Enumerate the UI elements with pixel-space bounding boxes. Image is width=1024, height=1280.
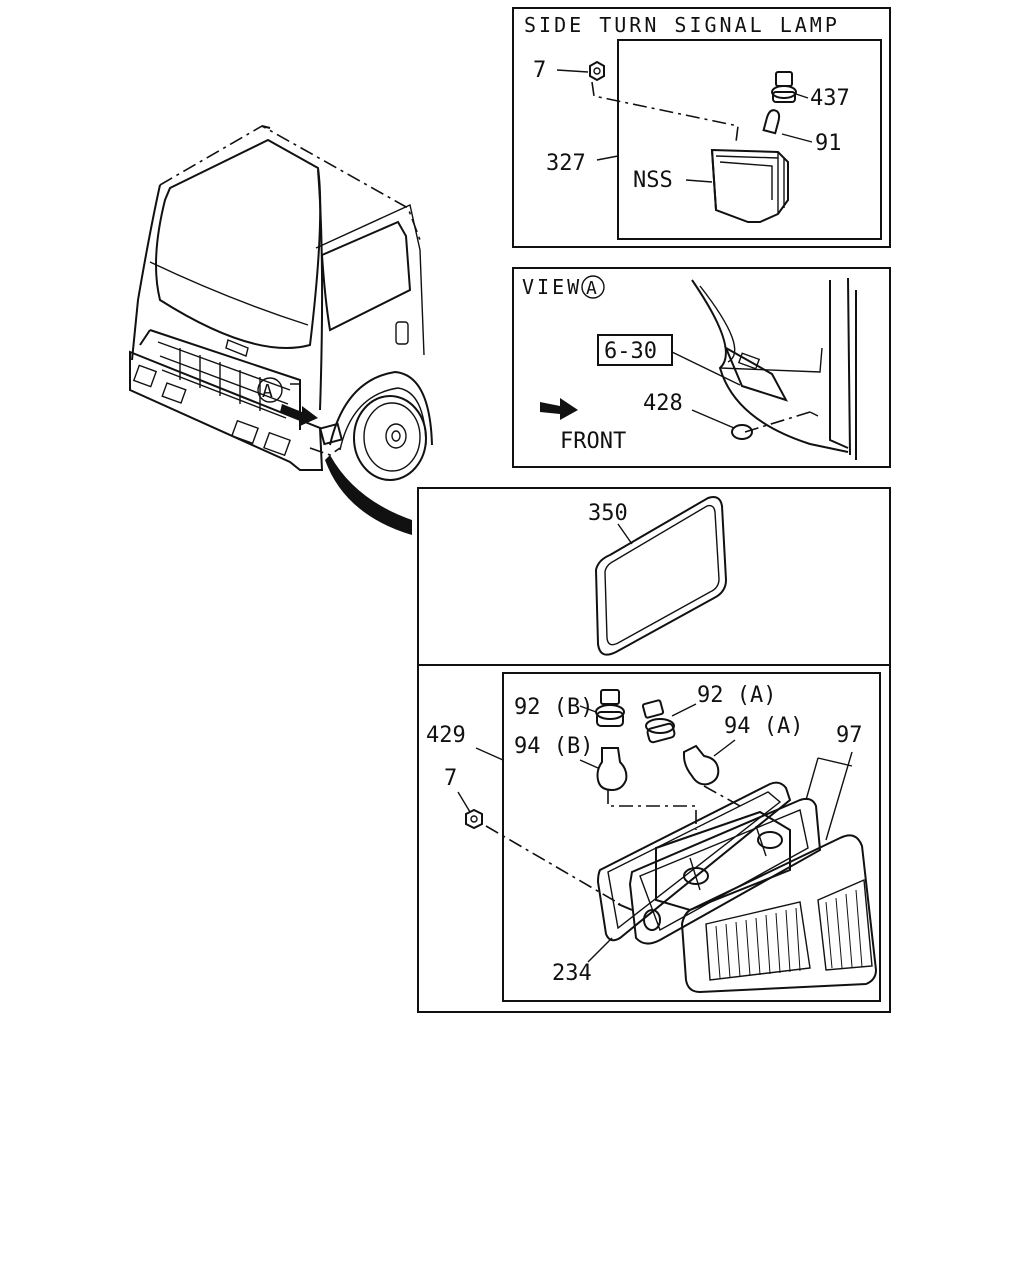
panel-lamp-assembly: 429 7 92 (B) 92 (A) 94 (B) bbox=[417, 664, 891, 1013]
gasket-outline bbox=[594, 496, 728, 656]
socket-b-icon bbox=[595, 689, 625, 727]
label-bulb: 91 bbox=[815, 131, 842, 156]
label-socket: 437 bbox=[810, 86, 850, 111]
lens-ribs bbox=[715, 889, 863, 979]
lamp-housing bbox=[617, 797, 822, 945]
socket-a-icon bbox=[641, 699, 676, 744]
label-socket-b: 92 (B) bbox=[514, 695, 593, 720]
bulb-a-icon bbox=[683, 744, 720, 786]
ref-box bbox=[597, 334, 673, 366]
label-bulb-b: 94 (B) bbox=[514, 734, 593, 759]
front-arrow-icon bbox=[540, 398, 578, 420]
label-assembly: 327 bbox=[546, 151, 586, 176]
view-title: VIEW bbox=[522, 275, 582, 299]
bulb-icon bbox=[762, 109, 781, 135]
view-marker-circle bbox=[581, 275, 605, 299]
label-bulb-a: 94 (A) bbox=[724, 714, 803, 739]
label-gasket: 350 bbox=[588, 501, 628, 526]
bulb-b-icon bbox=[596, 747, 628, 792]
callout-a-circle bbox=[257, 377, 283, 403]
callout-arrow-icon bbox=[325, 455, 412, 535]
panel-side-turn-signal-lamp: SIDE TURN SIGNAL LAMP 7 437 91 327 bbox=[512, 7, 891, 248]
socket-icon bbox=[771, 71, 797, 103]
label-gasket-234: 234 bbox=[552, 961, 592, 986]
truck-cab-illustration: A bbox=[129, 125, 433, 535]
panel-title: SIDE TURN SIGNAL LAMP bbox=[524, 13, 840, 37]
grommet-icon bbox=[731, 424, 753, 440]
side-lamp-body bbox=[710, 148, 789, 223]
label-socket-a: 92 (A) bbox=[697, 683, 776, 708]
lamp-lens bbox=[680, 834, 878, 994]
label-nut-7: 7 bbox=[444, 766, 457, 791]
label-lens-97: 97 bbox=[836, 723, 863, 748]
label-assembly-429: 429 bbox=[426, 723, 466, 748]
nut-icon bbox=[589, 60, 605, 82]
panel-view-a: VIEW A 6-30 428 FRONT bbox=[512, 267, 891, 468]
view-marker: A bbox=[586, 278, 597, 299]
label-nut: 7 bbox=[533, 58, 546, 83]
lamp-mount-plate bbox=[723, 345, 789, 402]
label-nss: NSS bbox=[633, 168, 673, 193]
nut-icon-lower bbox=[465, 808, 483, 830]
gasket-234-outline bbox=[596, 781, 792, 942]
ref-label: 6-30 bbox=[604, 339, 657, 364]
panel-lens-gasket: 350 bbox=[417, 487, 891, 666]
label-grommet: 428 bbox=[643, 391, 683, 416]
direction-label: FRONT bbox=[560, 429, 626, 454]
arrow-icon bbox=[280, 404, 318, 426]
truck-callout-marker: A bbox=[262, 381, 273, 402]
